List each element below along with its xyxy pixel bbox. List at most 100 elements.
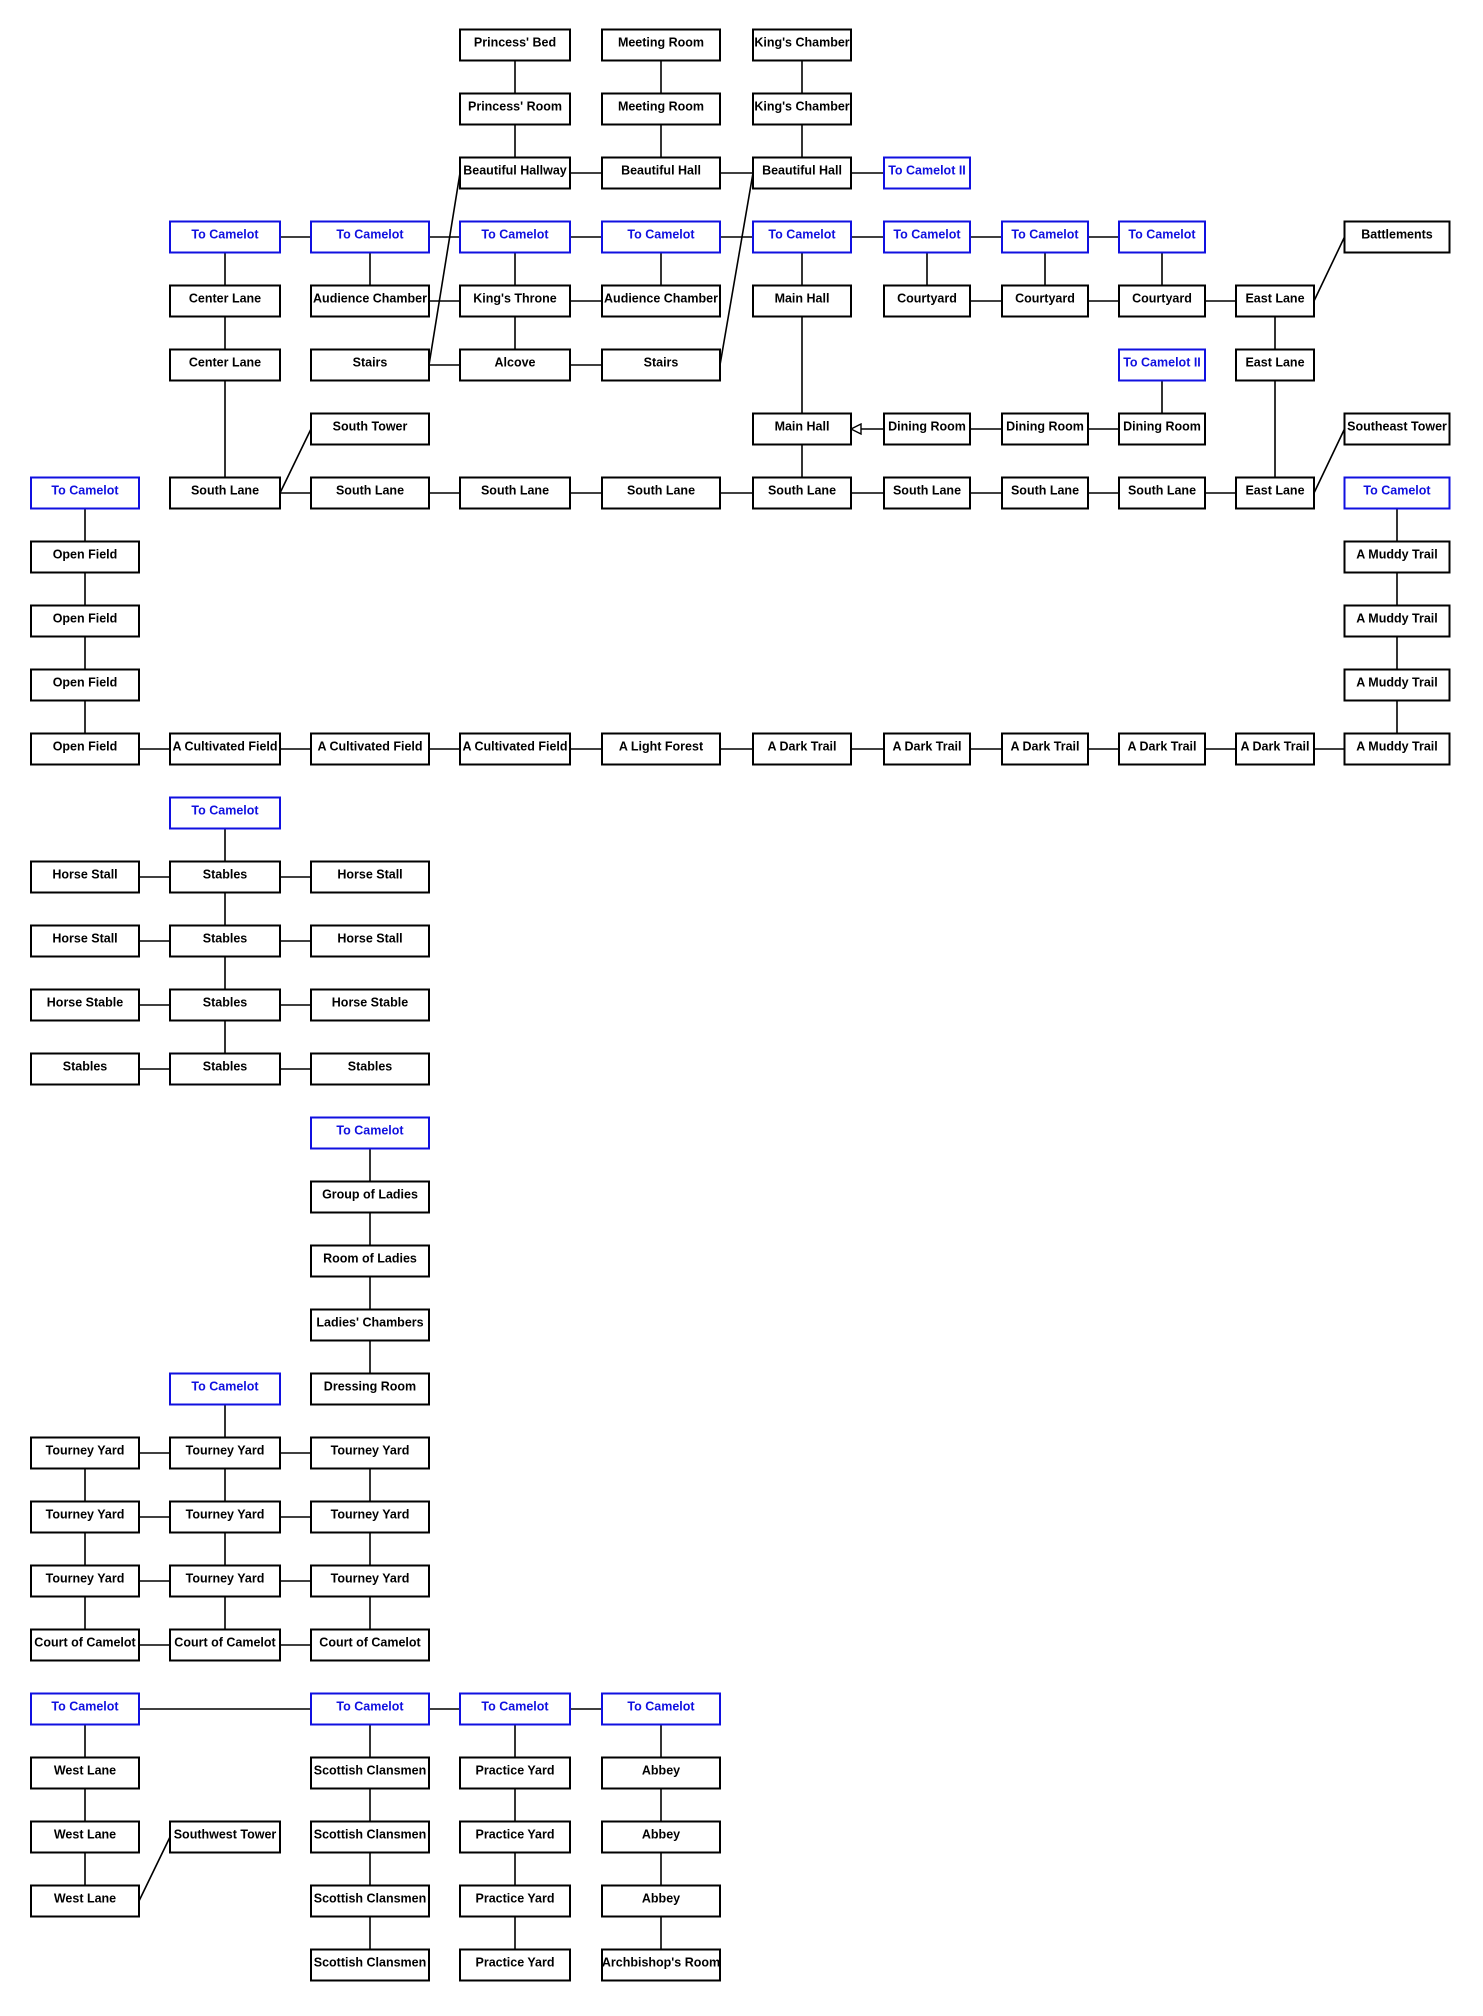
- room-node-stables[interactable]: Stables: [169, 924, 281, 958]
- room-node-tourney-yard[interactable]: Tourney Yard: [310, 1500, 430, 1534]
- room-node-practice-yard[interactable]: Practice Yard: [459, 1756, 571, 1790]
- room-node-west-lane[interactable]: West Lane: [30, 1884, 140, 1918]
- room-node-southwest-tower[interactable]: Southwest Tower: [169, 1820, 281, 1854]
- room-node-beautiful-hallway[interactable]: Beautiful Hallway: [459, 156, 571, 190]
- room-node-dining-room[interactable]: Dining Room: [1118, 412, 1206, 446]
- room-node-south-tower[interactable]: South Tower: [310, 412, 430, 446]
- room-node-horse-stall[interactable]: Horse Stall: [310, 924, 430, 958]
- room-node-dining-room[interactable]: Dining Room: [883, 412, 971, 446]
- room-node-courtyard[interactable]: Courtyard: [1118, 284, 1206, 318]
- room-node-stables[interactable]: Stables: [30, 1052, 140, 1086]
- room-node-a-light-forest[interactable]: A Light Forest: [601, 732, 721, 766]
- room-node-west-lane[interactable]: West Lane: [30, 1820, 140, 1854]
- room-node-beautiful-hall[interactable]: Beautiful Hall: [601, 156, 721, 190]
- room-node-tourney-yard[interactable]: Tourney Yard: [30, 1564, 140, 1598]
- room-node-horse-stable[interactable]: Horse Stable: [30, 988, 140, 1022]
- room-node-main-hall[interactable]: Main Hall: [752, 284, 852, 318]
- room-node-east-lane[interactable]: East Lane: [1235, 284, 1315, 318]
- room-node-open-field[interactable]: Open Field: [30, 540, 140, 574]
- room-node-dining-room[interactable]: Dining Room: [1001, 412, 1089, 446]
- room-node-south-lane[interactable]: South Lane: [601, 476, 721, 510]
- room-node-stables[interactable]: Stables: [169, 860, 281, 894]
- exit-node-to-camelot[interactable]: To Camelot: [1118, 220, 1206, 254]
- exit-node-to-camelot-ii[interactable]: To Camelot II: [1118, 348, 1206, 382]
- room-node-king-s-chamber[interactable]: King's Chamber: [752, 92, 852, 126]
- exit-node-to-camelot[interactable]: To Camelot: [601, 220, 721, 254]
- room-node-south-lane[interactable]: South Lane: [1118, 476, 1206, 510]
- room-node-a-muddy-trail[interactable]: A Muddy Trail: [1343, 604, 1451, 638]
- room-node-princess-room[interactable]: Princess' Room: [459, 92, 571, 126]
- room-node-open-field[interactable]: Open Field: [30, 668, 140, 702]
- room-node-horse-stall[interactable]: Horse Stall: [310, 860, 430, 894]
- room-node-south-lane[interactable]: South Lane: [1001, 476, 1089, 510]
- room-node-a-cultivated-field[interactable]: A Cultivated Field: [459, 732, 571, 766]
- room-node-tourney-yard[interactable]: Tourney Yard: [169, 1564, 281, 1598]
- room-node-tourney-yard[interactable]: Tourney Yard: [30, 1500, 140, 1534]
- room-node-audience-chamber[interactable]: Audience Chamber: [601, 284, 721, 318]
- room-node-king-s-chamber[interactable]: King's Chamber: [752, 28, 852, 62]
- room-node-horse-stall[interactable]: Horse Stall: [30, 860, 140, 894]
- room-node-court-of-camelot[interactable]: Court of Camelot: [310, 1628, 430, 1662]
- exit-node-to-camelot[interactable]: To Camelot: [1001, 220, 1089, 254]
- room-node-horse-stall[interactable]: Horse Stall: [30, 924, 140, 958]
- room-node-west-lane[interactable]: West Lane: [30, 1756, 140, 1790]
- room-node-a-muddy-trail[interactable]: A Muddy Trail: [1343, 732, 1451, 766]
- room-node-scottish-clansmen[interactable]: Scottish Clansmen: [310, 1948, 430, 1982]
- room-node-alcove[interactable]: Alcove: [459, 348, 571, 382]
- room-node-tourney-yard[interactable]: Tourney Yard: [310, 1436, 430, 1470]
- room-node-a-dark-trail[interactable]: A Dark Trail: [1235, 732, 1315, 766]
- room-node-open-field[interactable]: Open Field: [30, 604, 140, 638]
- room-node-south-lane[interactable]: South Lane: [752, 476, 852, 510]
- room-node-south-lane[interactable]: South Lane: [883, 476, 971, 510]
- exit-node-to-camelot[interactable]: To Camelot: [459, 220, 571, 254]
- room-node-a-dark-trail[interactable]: A Dark Trail: [1001, 732, 1089, 766]
- room-node-a-muddy-trail[interactable]: A Muddy Trail: [1343, 668, 1451, 702]
- room-node-meeting-room[interactable]: Meeting Room: [601, 28, 721, 62]
- room-node-east-lane[interactable]: East Lane: [1235, 476, 1315, 510]
- exit-node-to-camelot[interactable]: To Camelot: [601, 1692, 721, 1726]
- room-node-abbey[interactable]: Abbey: [601, 1756, 721, 1790]
- room-node-scottish-clansmen[interactable]: Scottish Clansmen: [310, 1756, 430, 1790]
- room-node-courtyard[interactable]: Courtyard: [883, 284, 971, 318]
- room-node-a-muddy-trail[interactable]: A Muddy Trail: [1343, 540, 1451, 574]
- room-node-stables[interactable]: Stables: [169, 988, 281, 1022]
- room-node-tourney-yard[interactable]: Tourney Yard: [310, 1564, 430, 1598]
- room-node-abbey[interactable]: Abbey: [601, 1820, 721, 1854]
- exit-node-to-camelot[interactable]: To Camelot: [310, 1692, 430, 1726]
- room-node-a-dark-trail[interactable]: A Dark Trail: [1118, 732, 1206, 766]
- room-node-battlements[interactable]: Battlements: [1343, 220, 1451, 254]
- room-node-a-cultivated-field[interactable]: A Cultivated Field: [169, 732, 281, 766]
- room-node-audience-chamber[interactable]: Audience Chamber: [310, 284, 430, 318]
- exit-node-to-camelot[interactable]: To Camelot: [30, 476, 140, 510]
- room-node-center-lane[interactable]: Center Lane: [169, 284, 281, 318]
- room-node-tourney-yard[interactable]: Tourney Yard: [30, 1436, 140, 1470]
- room-node-court-of-camelot[interactable]: Court of Camelot: [169, 1628, 281, 1662]
- room-node-a-cultivated-field[interactable]: A Cultivated Field: [310, 732, 430, 766]
- room-node-practice-yard[interactable]: Practice Yard: [459, 1820, 571, 1854]
- room-node-group-of-ladies[interactable]: Group of Ladies: [310, 1180, 430, 1214]
- room-node-ladies-chambers[interactable]: Ladies' Chambers: [310, 1308, 430, 1342]
- room-node-south-lane[interactable]: South Lane: [310, 476, 430, 510]
- room-node-practice-yard[interactable]: Practice Yard: [459, 1884, 571, 1918]
- room-node-a-dark-trail[interactable]: A Dark Trail: [883, 732, 971, 766]
- room-node-tourney-yard[interactable]: Tourney Yard: [169, 1500, 281, 1534]
- exit-node-to-camelot-ii[interactable]: To Camelot II: [883, 156, 971, 190]
- exit-node-to-camelot[interactable]: To Camelot: [169, 796, 281, 830]
- room-node-abbey[interactable]: Abbey: [601, 1884, 721, 1918]
- room-node-king-s-throne[interactable]: King's Throne: [459, 284, 571, 318]
- room-node-tourney-yard[interactable]: Tourney Yard: [169, 1436, 281, 1470]
- exit-node-to-camelot[interactable]: To Camelot: [752, 220, 852, 254]
- room-node-scottish-clansmen[interactable]: Scottish Clansmen: [310, 1884, 430, 1918]
- room-node-stairs[interactable]: Stairs: [310, 348, 430, 382]
- room-node-horse-stable[interactable]: Horse Stable: [310, 988, 430, 1022]
- exit-node-to-camelot[interactable]: To Camelot: [1343, 476, 1451, 510]
- room-node-open-field[interactable]: Open Field: [30, 732, 140, 766]
- exit-node-to-camelot[interactable]: To Camelot: [169, 220, 281, 254]
- room-node-archbishop-s-room[interactable]: Archbishop's Room: [601, 1948, 721, 1982]
- room-node-center-lane[interactable]: Center Lane: [169, 348, 281, 382]
- room-node-princess-bed[interactable]: Princess' Bed: [459, 28, 571, 62]
- room-node-stables[interactable]: Stables: [310, 1052, 430, 1086]
- room-node-dressing-room[interactable]: Dressing Room: [310, 1372, 430, 1406]
- room-node-east-lane[interactable]: East Lane: [1235, 348, 1315, 382]
- room-node-main-hall[interactable]: Main Hall: [752, 412, 852, 446]
